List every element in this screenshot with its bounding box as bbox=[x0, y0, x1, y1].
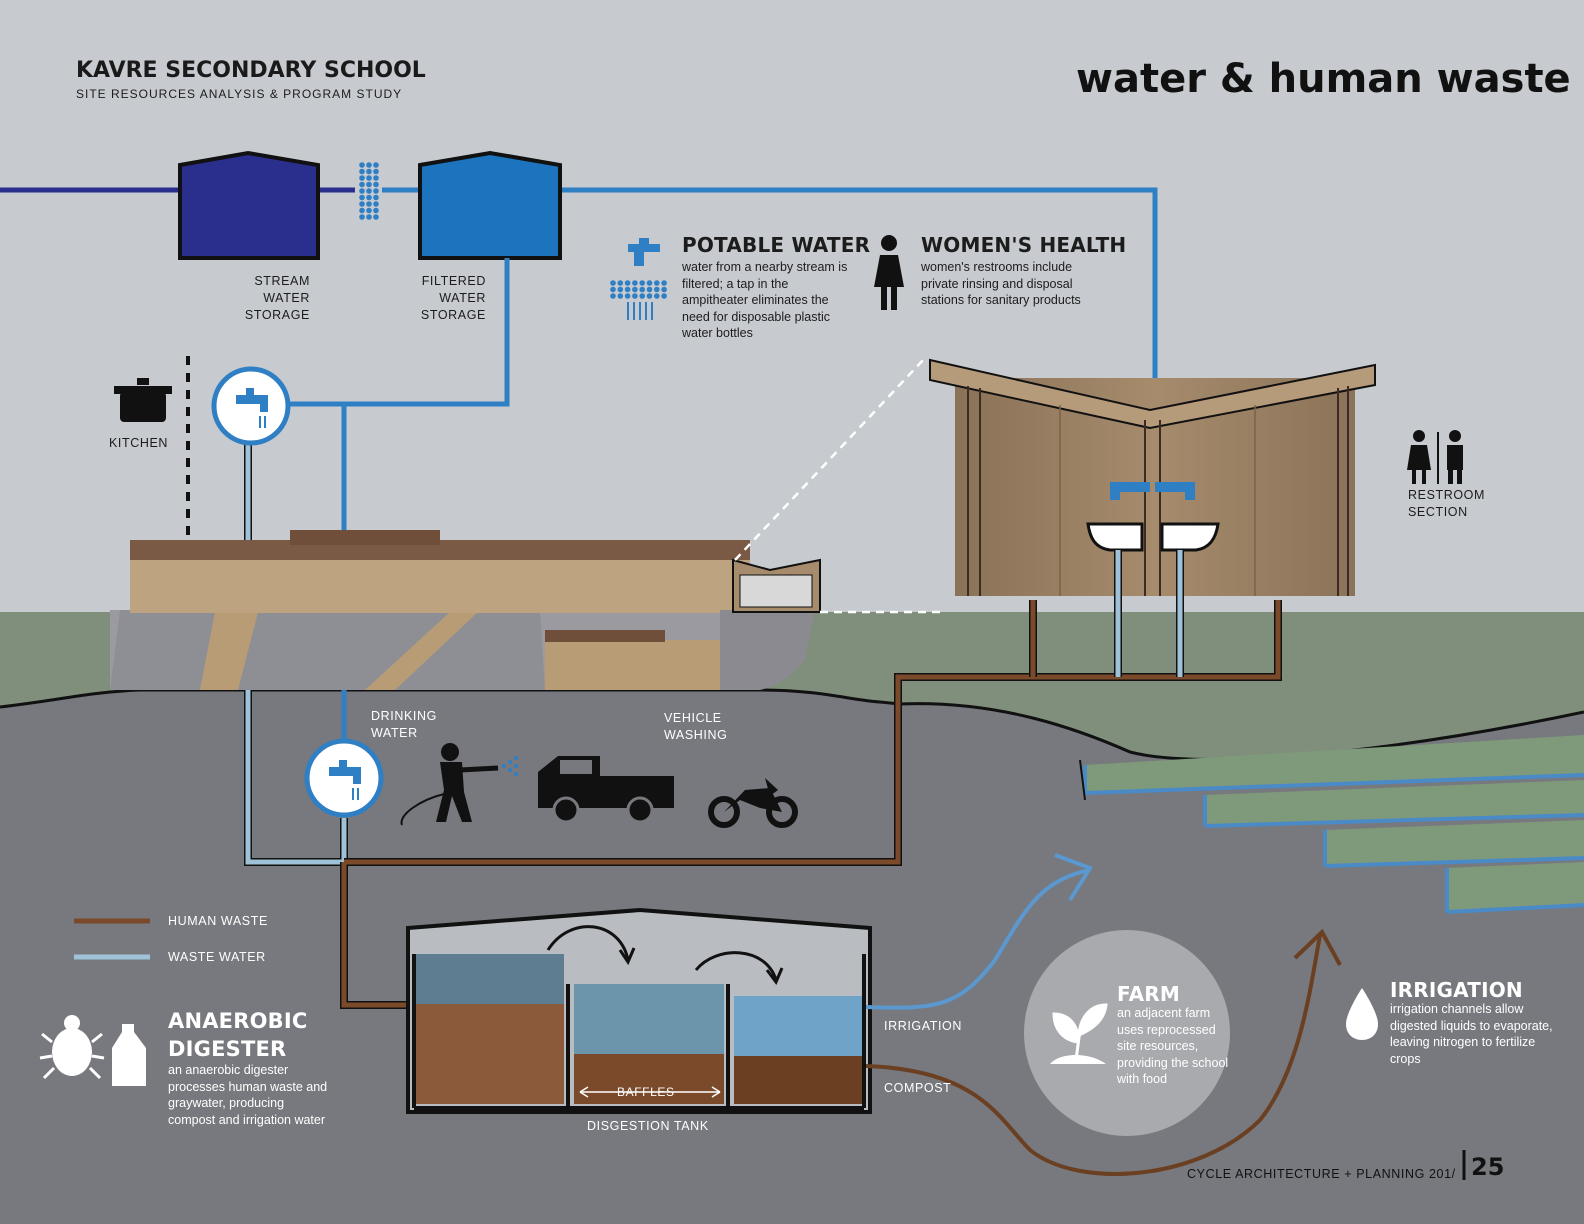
school-title: KAVRE SECONDARY SCHOOL bbox=[76, 58, 426, 83]
drinking-label-line2: WATER bbox=[371, 726, 418, 740]
school-name: KAVRE SECONDARY SCHOOL bbox=[76, 58, 426, 83]
subtitle: SITE RESOURCES ANALYSIS & PROGRAM STUDY bbox=[76, 87, 403, 101]
potable-water-title: POTABLE WATER bbox=[682, 233, 871, 257]
vehicle-label-line1: VEHICLE bbox=[664, 711, 722, 725]
farm-terraces bbox=[1079, 735, 1584, 914]
human-waste-pipe bbox=[341, 862, 414, 1008]
kitchen-label: KITCHEN bbox=[109, 436, 169, 450]
womens-health-title: WOMEN'S HEALTH bbox=[921, 233, 1127, 257]
potable-water-text: water from a nearby stream is filtered; … bbox=[682, 260, 848, 340]
restroom-label-line2: SECTION bbox=[1408, 505, 1468, 519]
digestion-tank bbox=[406, 907, 872, 1114]
digester-title-line1: ANAEROBIC bbox=[168, 1009, 308, 1033]
filtered-storage-label: FILTERED WATER STORAGE bbox=[396, 273, 486, 324]
irrigation-outflow bbox=[865, 868, 1091, 1010]
sprout-icon bbox=[1050, 1003, 1108, 1064]
filtered-storage-line1: FILTERED bbox=[421, 274, 486, 288]
footer-text: CYCLE ARCHITECTURE + PLANNING 201/ bbox=[1187, 1167, 1456, 1181]
footer-publisher: CYCLE ARCHITECTURE + PLANNING 201 bbox=[1187, 1167, 1452, 1181]
compost-out-label: COMPOST bbox=[884, 1081, 952, 1095]
vehicle-label-line2: WASHING bbox=[664, 728, 728, 742]
potable-water-icon bbox=[610, 238, 667, 320]
filtered-storage-tank bbox=[418, 150, 562, 260]
water-drop-icon bbox=[1346, 988, 1378, 1040]
water-filter-icon bbox=[359, 162, 379, 220]
truck-icon bbox=[538, 756, 674, 824]
filtered-storage-line3: STORAGE bbox=[420, 308, 486, 322]
person-washing-icon bbox=[400, 743, 518, 826]
legend-waste-water: WASTE WATER bbox=[168, 950, 266, 964]
digester-title: ANAEROBIC DIGESTER bbox=[168, 1007, 307, 1063]
digester-title-line2: DIGESTER bbox=[168, 1037, 287, 1061]
stream-storage-line2: WATER bbox=[263, 291, 310, 305]
baffles-label: BAFFLES bbox=[617, 1085, 675, 1099]
farm-circle bbox=[1024, 930, 1230, 1136]
page-title: water & human waste bbox=[1076, 56, 1571, 102]
compost-outflow bbox=[865, 934, 1322, 1176]
legend-human-waste: HUMAN WASTE bbox=[168, 914, 268, 928]
farm-text: an adjacent farm uses reprocessed site r… bbox=[1117, 1006, 1229, 1086]
farm-title: FARM bbox=[1117, 982, 1180, 1006]
woman-icon bbox=[874, 235, 904, 310]
restroom-section-label: RESTROOM SECTION bbox=[1408, 487, 1485, 521]
filtered-storage-line2: WATER bbox=[439, 291, 486, 305]
womens-health-text: women's restrooms include private rinsin… bbox=[921, 260, 1081, 307]
digester-text: an anaerobic digester processes human wa… bbox=[168, 1063, 328, 1127]
page-number: 25 bbox=[1471, 1153, 1505, 1181]
vehicle-washing-label: VEHICLE WASHING bbox=[664, 710, 727, 744]
irrigation-title: IRRIGATION bbox=[1390, 978, 1523, 1002]
irrigation-text: irrigation channels allow digested liqui… bbox=[1390, 1002, 1553, 1066]
restroom-label-line1: RESTROOM bbox=[1408, 488, 1486, 502]
drinking-water-label: DRINKING WATER bbox=[371, 708, 437, 742]
restroom-section bbox=[929, 358, 1376, 677]
drinking-tap-icon bbox=[304, 738, 384, 818]
drinking-label-line1: DRINKING bbox=[371, 709, 437, 723]
restroom-icon bbox=[1407, 430, 1463, 484]
stream-storage-line1: STREAM bbox=[254, 274, 310, 288]
school-building bbox=[110, 530, 815, 690]
container-icon bbox=[112, 1024, 146, 1086]
motorcycle-icon bbox=[708, 778, 798, 828]
stream-storage-line3: STORAGE bbox=[244, 308, 310, 322]
microbe-icon bbox=[39, 1015, 105, 1080]
tank-label: DISGESTION TANK bbox=[587, 1119, 709, 1133]
stream-storage-tank bbox=[178, 150, 320, 260]
kitchen-tap-icon bbox=[211, 366, 291, 446]
stream-storage-label: STREAM WATER STORAGE bbox=[220, 273, 310, 324]
irrigation-out-label: IRRIGATION bbox=[884, 1019, 962, 1033]
cooking-pot-icon bbox=[114, 378, 172, 422]
